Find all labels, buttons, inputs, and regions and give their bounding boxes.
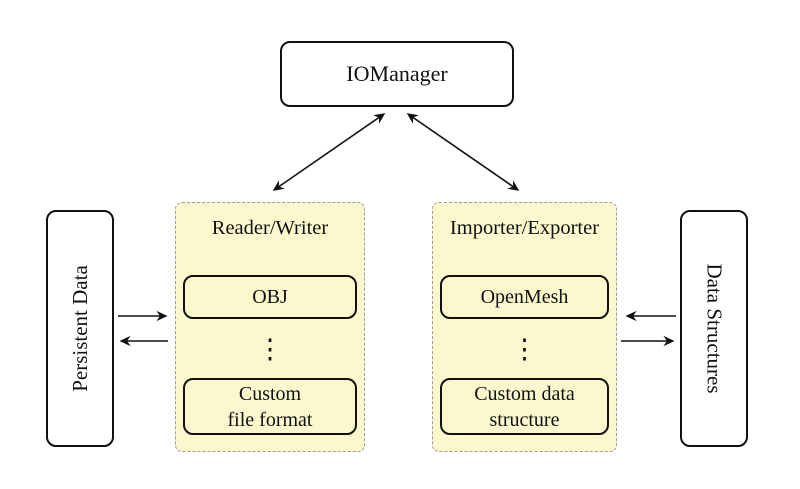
data-structures-label: Data Structures (702, 263, 727, 394)
vertical-ellipsis: ⋮ (511, 333, 538, 364)
reader-writer-title: Reader/Writer (211, 217, 329, 239)
openmesh-node: OpenMesh (440, 275, 609, 319)
custom-file-format-node: Custom file format (183, 378, 357, 435)
importer-exporter-title: Importer/Exporter (449, 217, 600, 239)
iomanager-node: IOManager (280, 41, 514, 107)
vertical-ellipsis: ⋮ (256, 333, 284, 364)
arrow-iomanager-readerwriter (272, 113, 386, 191)
obj-node: OBJ (183, 275, 357, 319)
reader-writer-group: Reader/Writer OBJ ⋮ Custom file format (175, 202, 365, 452)
persistent-data-label: Persistent Data (67, 265, 92, 392)
importer-exporter-group: Importer/Exporter OpenMesh ⋮ Custom data… (432, 202, 617, 452)
custom-data-structure-node: Custom data structure (440, 378, 609, 435)
persistent-data-node: Persistent Data (46, 210, 114, 447)
arrow-iomanager-importerexporter (406, 113, 520, 191)
iomanager-label: IOManager (346, 61, 448, 86)
data-structures-node: Data Structures (680, 210, 748, 447)
